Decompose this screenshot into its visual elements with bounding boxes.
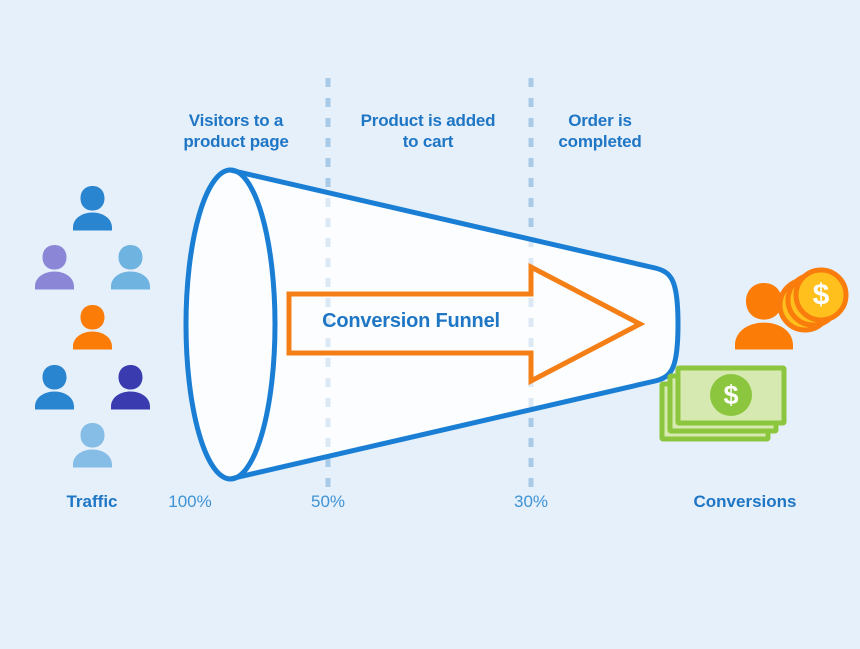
stage-heading-visitors: Visitors to a product page bbox=[148, 110, 324, 152]
stage-heading-add-to-cart-line2: to cart bbox=[402, 132, 454, 151]
banknote-dollar-sign: $ bbox=[723, 380, 738, 410]
person-icon-lower-right bbox=[111, 365, 150, 410]
coin-front bbox=[793, 267, 849, 323]
conversions-label: Conversions bbox=[693, 492, 797, 511]
person-icon-bottom bbox=[73, 423, 112, 468]
funnel-outline bbox=[183, 167, 681, 482]
conversions-group: $ $ bbox=[659, 267, 849, 442]
traffic-people-group bbox=[35, 186, 150, 468]
person-icon-center bbox=[73, 305, 112, 350]
coin-dollar-sign: $ bbox=[813, 279, 830, 312]
stage-heading-visitors-line2: product page bbox=[183, 132, 289, 151]
percent-label-100: 100% bbox=[168, 492, 212, 511]
conversion-funnel-arrow-label: Conversion Funnel bbox=[322, 310, 500, 332]
banknote-stack-icon: $ bbox=[659, 365, 787, 442]
stage-heading-order-completed: Order is completed bbox=[530, 110, 670, 152]
coin-stack-icon: $ bbox=[777, 267, 849, 333]
percent-label-50: 50% bbox=[310, 492, 346, 511]
person-icon-lower-left bbox=[35, 365, 74, 410]
banknote-dollar-circle bbox=[710, 374, 752, 416]
stage-heading-visitors-line1: Visitors to a bbox=[188, 111, 284, 130]
person-icon-top bbox=[73, 186, 112, 231]
funnel-opening-ellipse bbox=[183, 167, 278, 482]
conversion-funnel-arrow bbox=[286, 262, 646, 386]
traffic-label: Traffic bbox=[66, 492, 118, 511]
person-icon-upper-left bbox=[35, 245, 74, 290]
stage-heading-order-completed-line2: completed bbox=[558, 132, 642, 151]
stage-heading-order-completed-line1: Order is bbox=[568, 111, 632, 130]
person-icon-upper-right bbox=[111, 245, 150, 290]
percent-label-30: 30% bbox=[513, 492, 549, 511]
stage-heading-add-to-cart: Product is added to cart bbox=[340, 110, 516, 152]
stage-heading-add-to-cart-line1: Product is added bbox=[360, 111, 496, 130]
